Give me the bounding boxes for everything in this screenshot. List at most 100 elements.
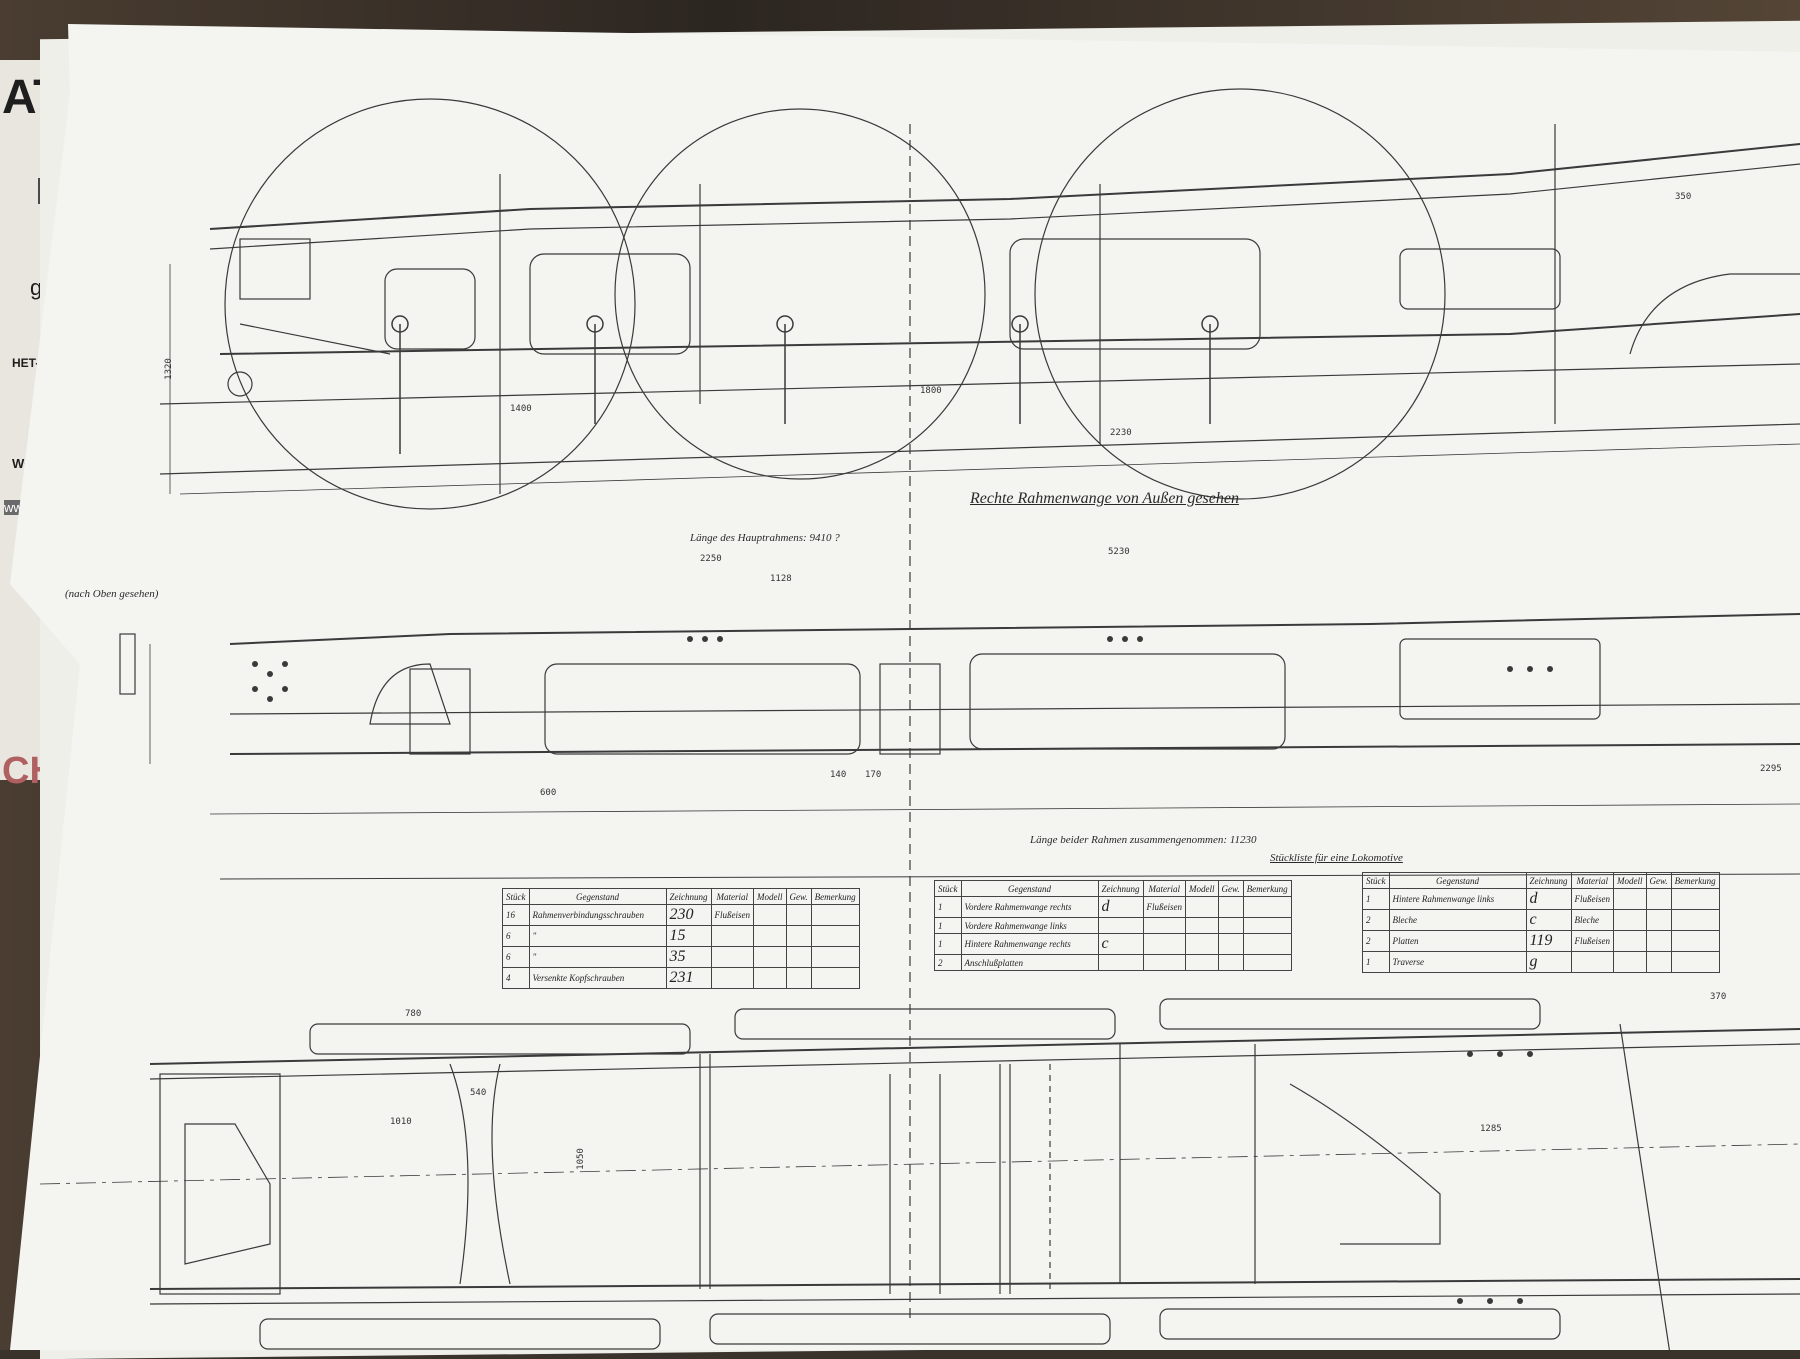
table-cell: [1185, 917, 1219, 934]
table-cell: [1670, 930, 1720, 952]
table-cell: Traverse: [1388, 951, 1527, 973]
table-header: Bemerkung: [810, 888, 860, 905]
table-cell: [1670, 909, 1720, 931]
dimension-label: 1400: [510, 404, 532, 414]
blueprint-drawing: [39, 88, 1800, 1350]
table-header: Modell: [1613, 872, 1647, 889]
dimension-label: 540: [470, 1088, 487, 1098]
table-row: 1 Vordere Rahmenwange rechts d Flußeisen: [934, 896, 1292, 918]
table-cell: 4: [502, 967, 530, 989]
table-cell: 2: [1362, 909, 1390, 931]
table-header: Gew.: [1645, 872, 1672, 889]
table-cell: [1217, 917, 1244, 934]
parts-table-3: Stück Gegenstand Zeichnung Material Mode…: [1362, 872, 1720, 973]
table-row: 1 Hintere Rahmenwange rechts c: [934, 933, 1292, 955]
dimension-label: 2295: [1760, 764, 1782, 774]
table-cell: [810, 925, 860, 947]
dimension-label: 5230: [1108, 547, 1130, 557]
table-header: Zeichnung: [1525, 872, 1572, 889]
table-cell: [785, 946, 812, 968]
table-cell: [1217, 896, 1244, 918]
table-header: Gew.: [785, 888, 812, 905]
table-cell: [1217, 933, 1244, 955]
table-cell: c: [1097, 933, 1144, 955]
table-cell: [710, 925, 754, 947]
table-cell: Bleche: [1570, 909, 1614, 931]
table-cell: Flußeisen: [1142, 896, 1186, 918]
table-cell: [785, 904, 812, 926]
dimension-label: 170: [865, 770, 882, 780]
dimension-label: 1285: [1480, 1124, 1502, 1134]
table-cell: [1645, 930, 1672, 952]
table-cell: [753, 904, 787, 926]
table-cell: [1242, 917, 1292, 934]
parts-list-title: Stückliste für eine Lokomotive: [1270, 852, 1403, 864]
table-row: 4 Versenkte Kopfschrauben 231: [502, 967, 860, 989]
table-cell: Hintere Rahmenwange rechts: [960, 933, 1099, 955]
table-cell: 119: [1525, 930, 1572, 952]
table-cell: [1142, 954, 1186, 971]
lower-length-label: Länge beider Rahmen zusammengenommen: 11…: [1030, 834, 1257, 846]
wheel-circle-2: [614, 108, 986, 480]
table-row: 2 Bleche c Bleche: [1362, 909, 1720, 931]
table-cell: [1613, 951, 1647, 973]
table-cell: Platten: [1388, 930, 1527, 952]
table-header: Gegenstand: [1388, 872, 1527, 889]
table-cell: 2: [1362, 930, 1390, 952]
table-cell: Flußeisen: [1570, 930, 1614, 952]
table-cell: d: [1525, 888, 1572, 910]
table-cell: 16: [502, 904, 530, 926]
table-cell: Rahmenverbindungsschrauben: [528, 904, 667, 926]
frame-length-label: Länge des Hauptrahmens: 9410 ?: [690, 532, 840, 544]
table-cell: [1242, 933, 1292, 955]
table-cell: 1: [934, 896, 962, 918]
table-header: Material: [710, 888, 754, 905]
table-header: Material: [1142, 880, 1186, 897]
table-header: Bemerkung: [1242, 880, 1292, 897]
dimension-label: 1128: [770, 574, 792, 584]
table-header: Zeichnung: [665, 888, 712, 905]
parts-table-2: Stück Gegenstand Zeichnung Material Mode…: [934, 880, 1292, 971]
table-cell: [785, 967, 812, 989]
table-cell: Bleche: [1388, 909, 1527, 931]
table-cell: ": [528, 946, 667, 968]
table-cell: 2: [934, 954, 962, 971]
table-cell: ": [528, 925, 667, 947]
table-row: 2 Platten 119 Flußeisen: [1362, 930, 1720, 952]
dimension-label: 140: [830, 770, 847, 780]
table-cell: g: [1525, 951, 1572, 973]
table-cell: [1242, 954, 1292, 971]
table-cell: Flußeisen: [710, 904, 754, 926]
dimension-label: 2250: [700, 554, 722, 564]
table-cell: 231: [665, 967, 712, 989]
dimension-label: 780: [405, 1009, 422, 1019]
table-cell: [1242, 896, 1292, 918]
table-header: Gegenstand: [960, 880, 1099, 897]
dimension-label: 1050: [575, 1148, 586, 1170]
table-cell: [1613, 888, 1647, 910]
dimension-label: 1800: [920, 386, 942, 396]
table-cell: Flußeisen: [1570, 888, 1614, 910]
table-row: 1 Hintere Rahmenwange links d Flußeisen: [1362, 888, 1720, 910]
side-view-title: Rechte Rahmenwange von Außen gesehen: [970, 490, 1239, 507]
table-cell: [710, 946, 754, 968]
table-header: Modell: [753, 888, 787, 905]
dimension-label: 1010: [390, 1117, 412, 1127]
table-row: 2 Anschlußplatten: [934, 954, 1292, 971]
dimension-label: 2230: [1110, 428, 1132, 438]
table-cell: [785, 925, 812, 947]
table-cell: 230: [665, 904, 712, 926]
table-cell: [810, 946, 860, 968]
dimension-label: 1320: [163, 358, 174, 380]
table-cell: [1613, 909, 1647, 931]
dimension-label: 600: [540, 788, 557, 798]
table-cell: [1142, 933, 1186, 955]
table-cell: Versenkte Kopfschrauben: [528, 967, 667, 989]
table-cell: Anschlußplatten: [960, 954, 1099, 971]
table-row: 6 " 35: [502, 946, 860, 968]
dimension-label: 350: [1675, 192, 1692, 202]
table-cell: [1142, 917, 1186, 934]
table-cell: [1097, 954, 1144, 971]
table-cell: [1670, 888, 1720, 910]
table-row: 16 Rahmenverbindungsschrauben 230 Flußei…: [502, 904, 860, 926]
